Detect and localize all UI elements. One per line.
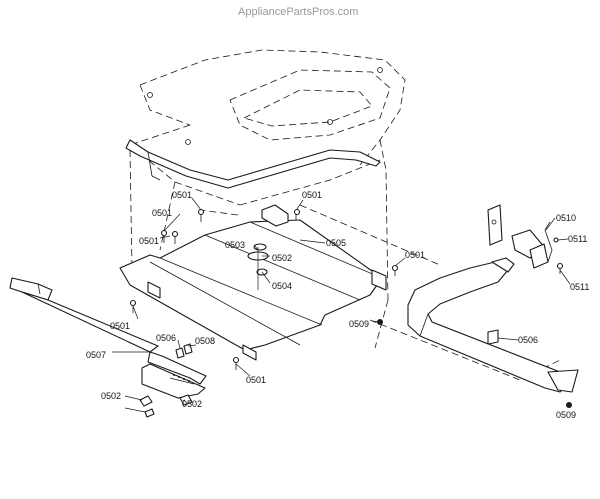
callout-0501-b: 0501 bbox=[152, 208, 172, 218]
callout-0506-b: 0506 bbox=[518, 335, 538, 345]
callout-0502-c: 0502 bbox=[182, 399, 202, 409]
callout-0501-a: 0501 bbox=[172, 190, 192, 200]
callout-0509-b: 0509 bbox=[556, 410, 576, 420]
callout-0501-e: 0501 bbox=[246, 375, 266, 385]
callout-0504: 0504 bbox=[272, 281, 292, 291]
callout-0505: 0505 bbox=[326, 238, 346, 248]
callout-0501-d: 0501 bbox=[110, 321, 130, 331]
tab-bracket bbox=[261, 204, 289, 227]
callout-0511-b: 0511 bbox=[570, 282, 589, 292]
callout-0501-g: 0501 bbox=[405, 250, 425, 260]
callout-0502-b: 0502 bbox=[101, 391, 121, 401]
callout-0511-a: 0511 bbox=[568, 234, 587, 244]
rear-bracket bbox=[125, 139, 381, 189]
callout-0503: 0503 bbox=[225, 240, 245, 250]
callout-labels: 0501 0501 0501 0501 0501 0501 0501 0503 … bbox=[86, 190, 589, 420]
orifice-assembly bbox=[487, 204, 553, 269]
sensor-probe bbox=[9, 277, 207, 418]
callout-0501-f: 0501 bbox=[302, 190, 322, 200]
callout-0506-a: 0506 bbox=[156, 333, 176, 343]
callout-0501-c: 0501 bbox=[139, 236, 159, 246]
callout-0508: 0508 bbox=[195, 336, 215, 346]
callout-0507: 0507 bbox=[86, 350, 106, 360]
watermark: AppliancePartsPros.com bbox=[238, 6, 358, 18]
callout-0509-a: 0509 bbox=[349, 319, 369, 329]
callout-0510: 0510 bbox=[556, 213, 576, 223]
baffle-plate bbox=[119, 219, 387, 361]
callout-0502-a: 0502 bbox=[272, 253, 292, 263]
burner-tube bbox=[407, 257, 579, 393]
leader-lines bbox=[112, 197, 571, 413]
